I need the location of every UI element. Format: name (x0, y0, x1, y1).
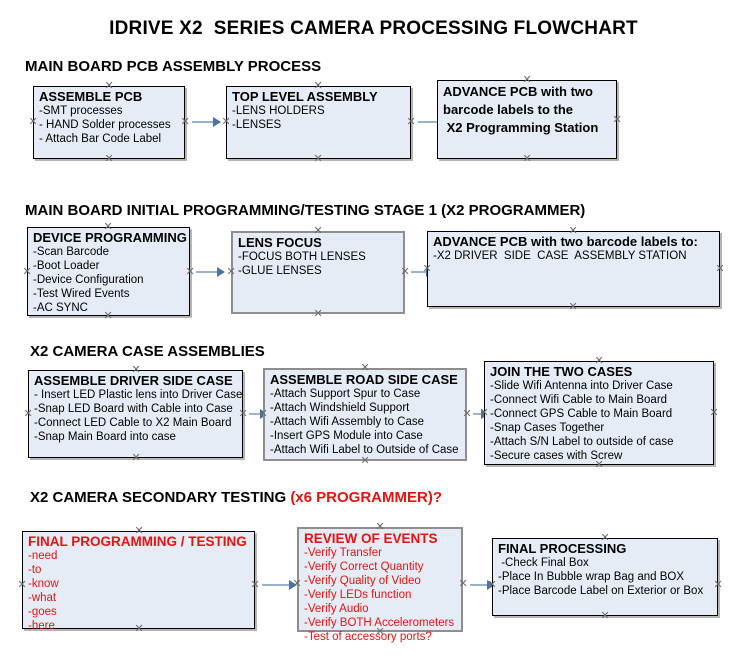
box-line: -what (28, 592, 57, 604)
box-assemble-driver-side-case[interactable]: ASSEMBLE DRIVER SIDE CASE - Insert LED P… (28, 370, 243, 458)
box-title: TOP LEVEL ASSEMBLY (232, 89, 378, 104)
box-line: -Secure cases with Screw (490, 450, 623, 462)
box-title: ADVANCE PCB with two barcode labels to: (433, 234, 698, 249)
box-line: -Device Configuration (33, 274, 144, 286)
box-line: -Insert GPS Module into Case (270, 430, 423, 442)
box-line: -SMT processes (39, 105, 123, 117)
box-line: -need (28, 550, 58, 562)
box-line: - HAND Solder processes (39, 119, 171, 131)
box-line: -Connect LED Cable to X2 Main Board (34, 417, 232, 429)
box-line: -LENSES (232, 119, 282, 131)
box-line: -Verify Correct Quantity (304, 561, 424, 573)
box-title: REVIEW OF EVENTS (304, 531, 438, 546)
box-assemble-pcb[interactable]: ASSEMBLE PCB -SMT processes - HAND Solde… (33, 86, 185, 159)
box-line: -Place In Bubble wrap Bag and BOX (498, 571, 685, 583)
box-line: -Snap LED Board with Cable into Case (34, 403, 233, 415)
box-line: -Connect GPS Cable to Main Board (490, 408, 673, 420)
box-title: LENS FOCUS (238, 235, 322, 250)
box-join-the-two-cases[interactable]: JOIN THE TWO CASES -Slide Wifi Antenna i… (484, 361, 714, 465)
connector-arrow-4b (470, 580, 495, 590)
box-line: -Snap Main Board into case (34, 431, 176, 443)
box-assemble-road-side-case[interactable]: ASSEMBLE ROAD SIDE CASE -Attach Support … (263, 368, 467, 461)
box-line: -Attach Support Spur to Case (270, 388, 421, 400)
box-lens-focus[interactable]: LENS FOCUS -FOCUS BOTH LENSES -GLUE LENS… (231, 231, 405, 314)
section-heading-1: MAIN BOARD PCB ASSEMBLY PROCESS (25, 58, 322, 75)
box-line: -Place Barcode Label on Exterior or Box (498, 585, 704, 597)
connector-arrow-2a (196, 267, 225, 277)
box-line: -Verify Quality of Video (304, 575, 421, 587)
box-final-processing[interactable]: FINAL PROCESSING -Check Final Box -Place… (492, 538, 718, 616)
box-line: -Attach Wifi Label to Outside of Case (270, 444, 459, 456)
box-title: JOIN THE TWO CASES (490, 364, 633, 379)
box-line: - Attach Bar Code Label (39, 133, 162, 145)
section-heading-3: X2 CAMERA CASE ASSEMBLIES (30, 343, 265, 360)
box-line: -Slide Wifi Antenna into Driver Case (490, 380, 673, 392)
box-advance-pcb-programming-station[interactable]: ADVANCE PCB with two barcode labels to t… (437, 80, 617, 159)
connector-arrow-1a (192, 117, 221, 127)
box-line: -Scan Barcode (33, 246, 110, 258)
box-line-overflow: -Test of accessory ports? (304, 631, 432, 643)
box-line: -LENS HOLDERS (232, 105, 325, 117)
box-title: ASSEMBLE PCB (39, 89, 143, 104)
box-line: -FOCUS BOTH LENSES (238, 251, 366, 263)
box-title: FINAL PROCESSING (498, 541, 627, 556)
box-line: barcode labels to the (443, 102, 574, 117)
section-heading-4-text: X2 CAMERA SECONDARY TESTING (30, 489, 291, 506)
box-title: DEVICE PROGRAMMING (33, 230, 187, 245)
document-title: IDRIVE X2 SERIES CAMERA PROCESSING FLOWC… (109, 18, 638, 39)
box-final-programming-testing[interactable]: FINAL PROGRAMMING / TESTING -need -to -k… (22, 531, 255, 632)
box-title: FINAL PROGRAMMING / TESTING (28, 534, 247, 549)
box-line: -Verify BOTH Accelerometers (304, 617, 455, 629)
box-line: -Attach S/N Label to outside of case (490, 436, 674, 448)
box-line: -Verify Transfer (304, 547, 382, 559)
box-line: -Verify LEDs function (304, 589, 412, 601)
box-advance-pcb-driver-side-station[interactable]: ADVANCE PCB with two barcode labels to: … (427, 231, 720, 307)
box-line: -Snap Cases Together (490, 422, 605, 434)
box-title: ASSEMBLE DRIVER SIDE CASE (34, 373, 233, 388)
box-line: - Insert LED Plastic lens into Driver Ca… (34, 389, 243, 401)
box-line: -goes (28, 606, 57, 618)
box-line: -X2 DRIVER SIDE CASE ASSEMBLY STATION (433, 250, 687, 262)
box-line: -GLUE LENSES (238, 265, 322, 277)
box-line: -Attach Windshield Support (270, 402, 410, 414)
box-line: -here (28, 620, 55, 632)
box-line: -Verify Audio (304, 603, 369, 615)
box-line: -Test Wired Events (33, 288, 130, 300)
box-line: -Attach Wifi Assembly to Case (270, 416, 425, 428)
box-line: -to (28, 564, 42, 576)
section-heading-4-accent: (x6 PROGRAMMER)? (290, 489, 442, 506)
box-title: ADVANCE PCB with two (443, 84, 593, 99)
box-device-programming[interactable]: DEVICE PROGRAMMING -Scan Barcode -Boot L… (27, 227, 190, 316)
section-heading-2: MAIN BOARD INITIAL PROGRAMMING/TESTING S… (25, 202, 586, 219)
connector-arrow-4a (262, 580, 297, 590)
box-line: -Check Final Box (498, 557, 589, 569)
section-heading-4: X2 CAMERA SECONDARY TESTING (x6 PROGRAMM… (30, 489, 442, 506)
box-top-level-assembly[interactable]: TOP LEVEL ASSEMBLY -LENS HOLDERS -LENSES (226, 86, 411, 159)
box-title: ASSEMBLE ROAD SIDE CASE (270, 372, 458, 387)
box-line: -know (28, 578, 59, 590)
box-line: -AC SYNC (33, 302, 88, 314)
box-line: X2 Programming Station (443, 120, 599, 135)
box-line: -Boot Loader (33, 260, 100, 272)
box-review-of-events[interactable]: REVIEW OF EVENTS -Verify Transfer -Verif… (297, 527, 463, 643)
box-line: -Connect Wifi Cable to Main Board (490, 394, 668, 406)
